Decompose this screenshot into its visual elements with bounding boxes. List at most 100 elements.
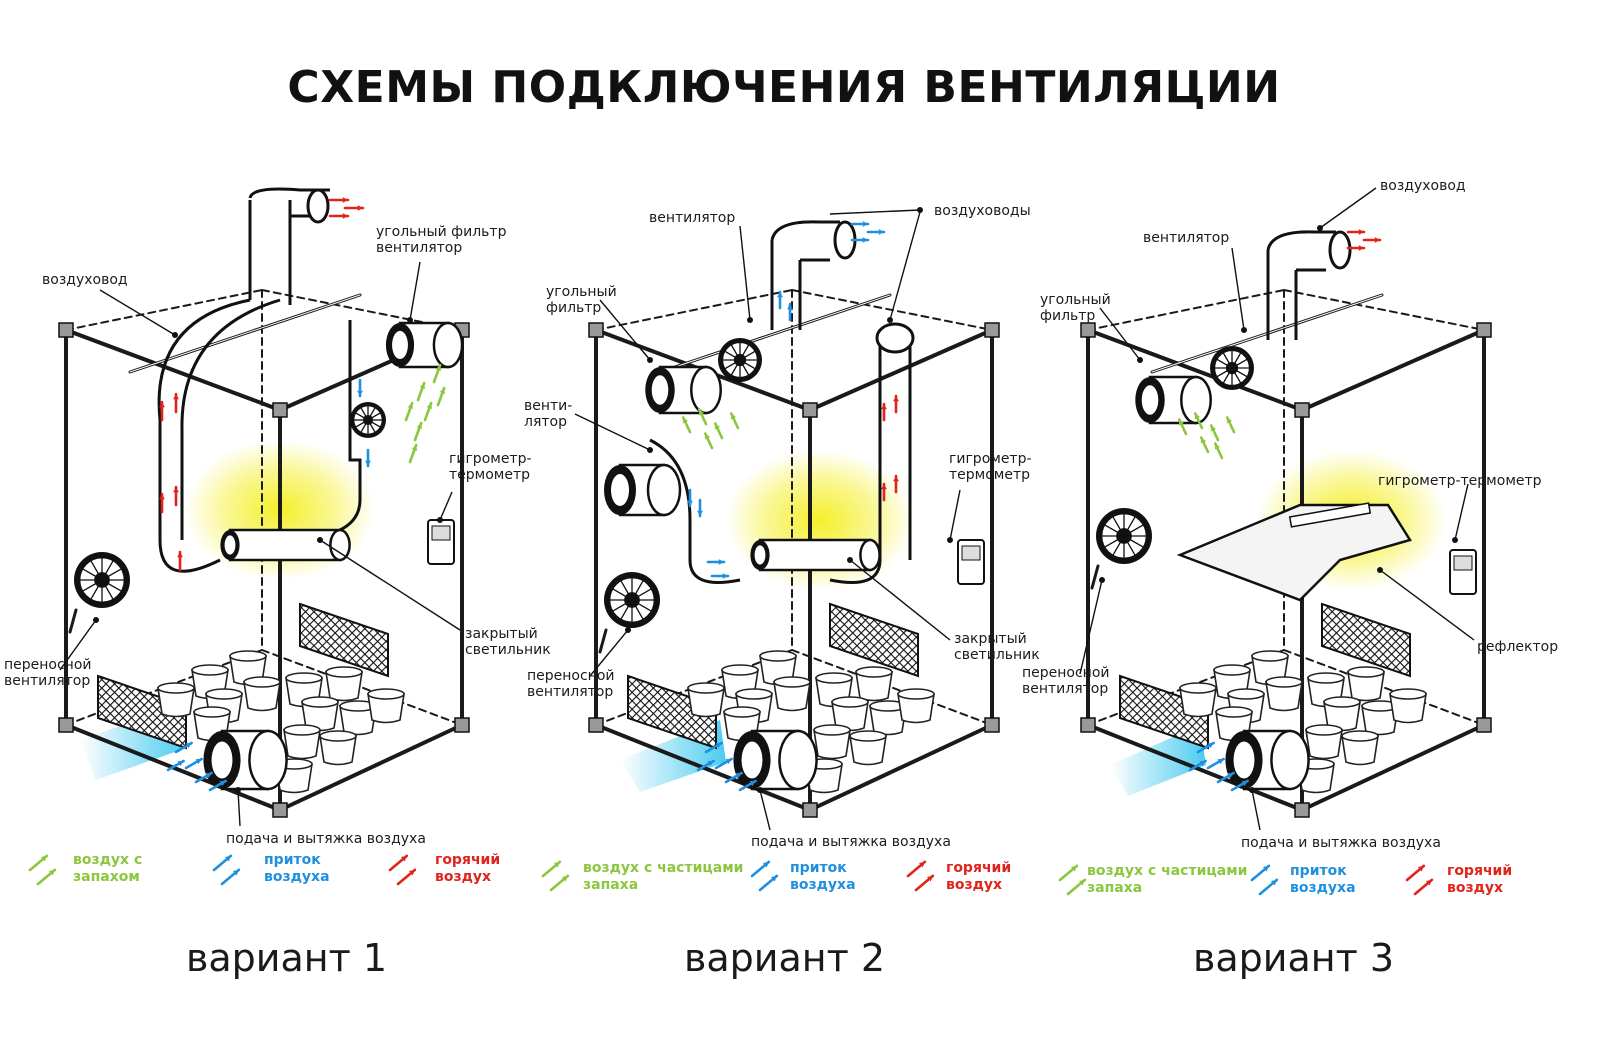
frame-corner [802,402,818,418]
frame-corner [272,402,288,418]
leader-line [99,289,176,336]
floor-inline-fan [1225,729,1310,791]
duct-loop [157,298,281,573]
label-ducts-2: воздуховоды [934,203,1031,219]
leader-dot [437,517,443,523]
leader-line [1379,569,1475,641]
label-fan-split-2: венти-лятор [524,398,573,430]
leader-line [574,413,651,451]
carbon-filter-1 [385,321,464,369]
inline-fan-1 [350,402,386,438]
frame-corner [1294,402,1310,418]
mesh-vent-right [299,602,389,678]
plant-pot [367,688,405,724]
plant-pot [1389,688,1427,724]
leader-dot [1241,327,1247,333]
frame-corner [454,717,470,733]
page-title: СХЕМЫ ПОДКЛЮЧЕНИЯ ВЕНТИЛЯЦИИ [287,62,1281,113]
leader-line [759,789,771,831]
plant-pot [687,682,725,718]
plant-pot [243,676,281,712]
closed-lamp-1 [220,528,351,562]
frame-corner [984,717,1000,733]
leader-line [589,629,629,677]
leader-line [1099,307,1141,361]
plant-pot [319,730,357,766]
label-hygrometer-2: гигрометр-термометр [949,451,1032,483]
exhaust-duct [248,200,292,305]
portable-fan [74,552,130,608]
exhaust-duct-3 [1266,230,1336,340]
mesh-vent-right [1321,602,1411,678]
frame-corner [588,717,604,733]
leader-dot [847,557,853,563]
label-fan-3: вентилятор [1143,230,1230,246]
label-reflector-3: рефлектор [1477,639,1559,655]
plant-pot [855,666,893,702]
variant-caption-2: вариант 2 [684,936,886,980]
legend-blue-arrow-3 [1250,864,1279,896]
leader-line [409,261,421,321]
leader-dot [887,317,893,323]
frame-corner [1080,717,1096,733]
variant-caption-1: вариант 1 [186,936,388,980]
carbon-filter-2 [645,365,722,415]
leader-dot [647,357,653,363]
floor-inline-fan [203,729,288,791]
mesh-vent-left [1119,674,1209,750]
leader-line [59,619,97,671]
mesh-vent-left [97,674,187,750]
legend-green-arrow-3 [1058,864,1087,896]
intake-air-glow [1110,725,1206,796]
leader-dot [647,447,653,453]
plant-pot [1305,724,1343,760]
duct-left-2 [649,438,741,584]
leader-dot [317,537,323,543]
closed-lamp-2 [750,538,881,572]
leader-dot [1137,357,1143,363]
tent-2 [588,220,1000,818]
plant-pot [831,696,869,732]
plant-pot [283,724,321,760]
legend-blue-arrow-1 [212,854,241,886]
leader-dot [625,627,631,633]
carbon-filter-3 [1135,375,1212,425]
exhaust-duct-2 [770,220,840,330]
portable-fan [604,572,660,628]
fan-left-2 [604,463,682,517]
leader-line [849,559,951,641]
duct-outlet-3 [1328,230,1352,270]
leader-line [829,209,921,215]
leader-dot [757,787,763,793]
legend-red-arrow-1 [388,854,417,886]
frame-corner [272,802,288,818]
frame-corner [1476,717,1492,733]
leader-dot [1249,787,1255,793]
label-fan-2: вентилятор [649,210,736,226]
leader-line [319,539,461,631]
inline-fan-3 [1210,346,1254,390]
plant-pot [1347,666,1385,702]
leader-dot [172,332,178,338]
label-hygrometer-3: гигрометр-термометр [1378,473,1542,489]
leader-dot [1452,537,1458,543]
legend-green-arrow-1 [28,854,57,886]
leader-line [889,211,921,321]
reflector-hood [1176,503,1412,602]
leader-dot [1317,225,1323,231]
plant-pot [325,666,363,702]
leader-line [237,789,241,827]
leader-dot [917,207,923,213]
floor-inline-fan [733,729,818,791]
variant-caption-3: вариант 3 [1193,936,1395,980]
plant-pot [157,682,195,718]
label-supply-exhaust-2: подача и вытяжка воздуха [751,834,951,850]
label-duct-3: воздуховод [1380,178,1466,194]
